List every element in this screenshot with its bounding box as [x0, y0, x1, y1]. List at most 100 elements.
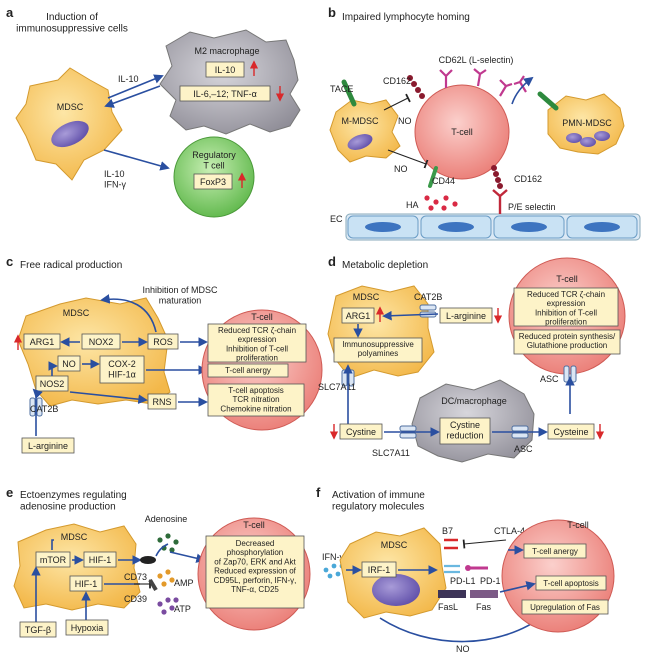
nos2-to-rns-arrow	[69, 391, 148, 404]
cd73-enzyme	[140, 556, 156, 564]
effect-box-c1	[207, 323, 307, 363]
cd162-bottom-receptor	[491, 165, 503, 189]
fas-label: Fas	[476, 602, 492, 612]
mtor-box	[35, 551, 71, 568]
cat2b-label-c: CAT2B	[30, 404, 58, 414]
pmn-tace-enzyme	[537, 91, 559, 111]
dc-label: DC/macrophage	[441, 396, 507, 406]
tace-label: TACE	[330, 84, 353, 94]
effect-box-f3	[521, 599, 609, 615]
pe-selectin-label: P/E selectin	[508, 202, 556, 212]
cystine-label: Cystine	[346, 427, 376, 437]
cat2b-transporter-c	[29, 397, 43, 417]
arg1-box-d	[341, 307, 375, 324]
panel-letter-f: f	[316, 485, 321, 500]
ec-nucleus-1	[365, 222, 401, 232]
reduction-box	[439, 417, 491, 445]
panel-c-title: Free radical production	[20, 260, 122, 271]
cd62l-shedding-arrow	[511, 76, 534, 105]
m2-macrophage-cell	[159, 29, 301, 135]
il10-arrow-label: IL-10	[118, 74, 139, 84]
adenosine-label: Adenosine	[145, 514, 188, 524]
mdsc-label-e: MDSC	[61, 532, 88, 542]
il6-box-label: IL-6,–12; TNF-α	[193, 89, 257, 99]
irf1-label: IRF-1	[368, 565, 391, 575]
tcell-f-label: T-cell	[567, 520, 589, 530]
effect-label-f1: T-cell anergy	[532, 547, 578, 556]
larg-box-c	[21, 437, 75, 454]
effect-label-f3: Upregulation of Fas	[530, 603, 600, 612]
cd62l-label: CD62L (L-selectin)	[439, 55, 514, 65]
inhibition-arrow	[100, 294, 157, 333]
mdsc-cell-e	[13, 523, 141, 611]
ec-label: EC	[330, 214, 343, 224]
hif1-box-b	[69, 575, 103, 592]
pdl1-molecule	[444, 564, 460, 574]
cd39-label: CD39	[124, 594, 147, 604]
cd39-enzyme	[148, 578, 158, 592]
effect-box-d1	[513, 287, 619, 327]
il10-box	[205, 61, 245, 78]
cd62l-receptors	[439, 68, 527, 97]
pdl1-label: PD-L1	[450, 576, 476, 586]
pmn-mdsc-label: PMN-MDSC	[562, 118, 612, 128]
no-arrow-f	[379, 612, 548, 643]
cysteine-box	[547, 423, 595, 440]
tgf-box	[19, 621, 57, 638]
m-mdsc-label: M-MDSC	[342, 116, 379, 126]
hif1-label-a: HIF-1	[89, 555, 112, 565]
cd162-top-receptor	[407, 75, 425, 99]
cox2-box	[99, 355, 145, 384]
ros-label: ROS	[153, 337, 173, 347]
mtor-stub	[51, 539, 54, 550]
mdsc-to-macrophage-arrow	[107, 74, 164, 99]
ctla4-inhibit	[462, 539, 507, 549]
mtor-label: mTOR	[40, 555, 67, 565]
ec-nucleus-2	[438, 222, 474, 232]
hypoxia-label: Hypoxia	[71, 623, 104, 633]
b7-molecule	[444, 538, 458, 550]
panel-d-title: Metabolic depletion	[342, 260, 428, 271]
slc7a11-left-transporter	[341, 369, 355, 387]
tgf-label: TGF-β	[25, 625, 51, 635]
hypoxia-box	[65, 619, 109, 636]
panel-letter-a: a	[6, 5, 14, 20]
ifn-label: IFN-γ	[322, 552, 344, 562]
panel-letter-e: e	[6, 485, 13, 500]
tcell-b	[414, 84, 510, 180]
nox2-box	[81, 333, 121, 350]
slc7a11-bottom-transporter	[399, 425, 417, 439]
no-box	[57, 355, 81, 372]
il10-box-label: IL-10	[215, 65, 236, 75]
irf1-box	[361, 561, 397, 578]
larg-uptake-arrow-d	[382, 310, 439, 321]
fasl-molecule	[438, 590, 466, 598]
tcell-c-label: T-cell	[251, 312, 273, 322]
m-mdsc-nucleus	[347, 134, 373, 150]
macrophage-to-mdsc-arrow	[104, 85, 161, 108]
cysteine-label: Cysteine	[553, 427, 588, 437]
adenosine-dots	[157, 533, 179, 553]
asc-bottom-transporter	[511, 425, 529, 439]
nos2-to-no-arrow	[48, 361, 58, 376]
pe-selectin	[492, 189, 508, 214]
slc7a11-left-label: SLC7A11	[318, 382, 356, 392]
cd73-label: CD73	[124, 572, 147, 582]
foxp3-label: FoxP3	[200, 177, 226, 187]
panel-d: d Metabolic depletion MDSC ARG1 Immunosu…	[318, 254, 626, 463]
fasl-label: FasL	[438, 602, 458, 612]
slc7a11-bottom-label: SLC7A11	[372, 448, 410, 458]
panel-b: b Impaired lymphocyte homing EC T-cell C…	[328, 5, 641, 241]
effect-label-d2: Reduced protein synthesis/Glutathione pr…	[519, 332, 616, 350]
no-label-c: NO	[62, 359, 76, 369]
atp-dots	[157, 597, 179, 615]
hif1-box-a	[83, 551, 117, 568]
nos2-label: NOS2	[40, 379, 65, 389]
